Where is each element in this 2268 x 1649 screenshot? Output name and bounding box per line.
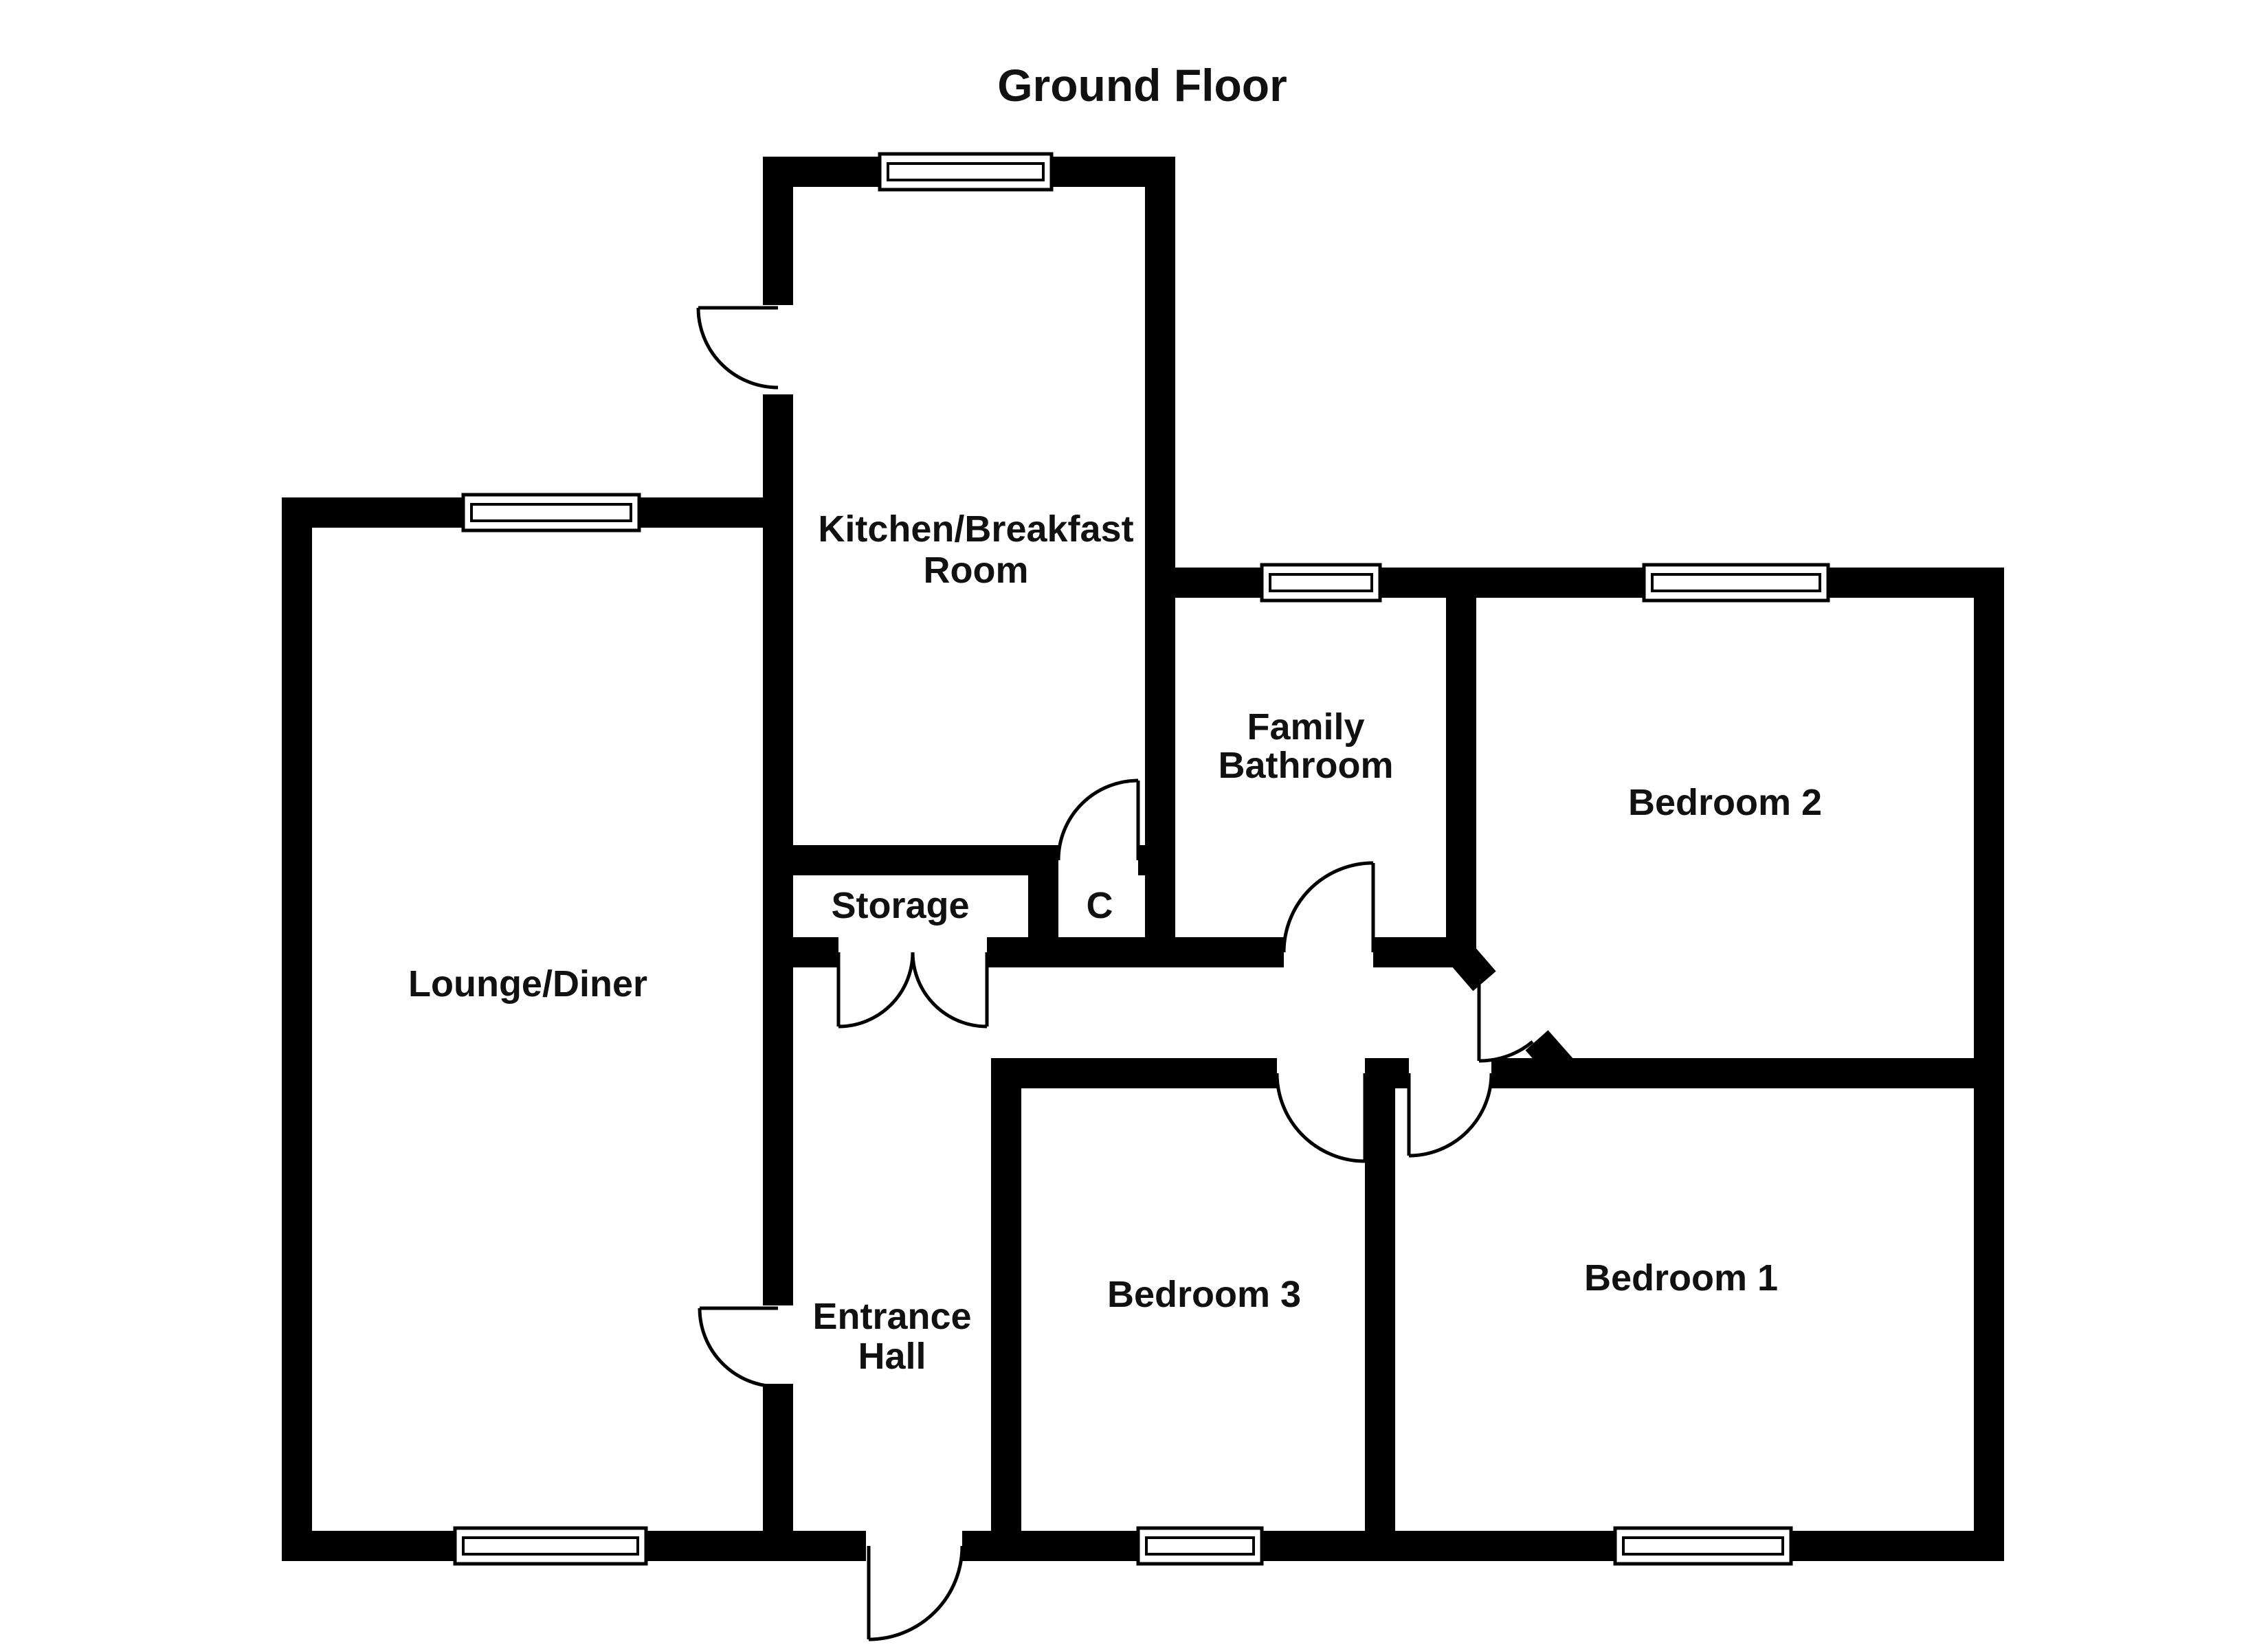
kitchen-door-arc [1056,778,1140,861]
wall-segment [987,937,1284,967]
bathroom-door-arc [1282,861,1375,953]
wall-segment-diagonal [1447,941,1496,991]
wall-segment [646,1531,866,1561]
kitchen-label-line1: Kitchen/Breakfast [818,508,1133,550]
wall-segment [1974,568,2004,1561]
bedroom2-window-symbol [1642,563,1830,603]
bedroom2-label: Bedroom 2 [1628,782,1822,823]
front-door-arc [867,1545,964,1641]
lounge-label: Lounge/Diner [408,963,647,1005]
bathroom-label-line1: Family [1247,706,1364,748]
page-title: Ground Floor [997,60,1287,111]
bedroom3-label: Bedroom 3 [1107,1274,1301,1315]
lounge-top-window-symbol [461,493,641,532]
wall-segment [1380,568,1644,598]
bathroom-label-line2: Bathroom [1219,745,1394,786]
entrance-hall-label-line1: Entrance [812,1296,971,1337]
storage-label: Storage [831,885,969,926]
wall-segment [1446,568,1476,962]
lounge-bottom-window-symbol [453,1526,648,1566]
walls [282,157,2004,1561]
bathroom-window-symbol [1260,563,1382,603]
wall-segment [1365,1058,1395,1561]
wall-segment [763,845,1057,875]
kitchen-window-symbol [878,152,1054,192]
lounge-door-arc [698,1306,779,1389]
wall-segment [1791,1531,2004,1561]
wall-segment [1145,157,1175,967]
wall-segment [1262,1531,1615,1561]
bedroom3-window-symbol [1136,1526,1264,1566]
cupboard-label: C [1087,885,1113,926]
wall-segment [962,1531,1138,1561]
kitchen-label-line2: Room [924,550,1029,591]
wall-segment [991,1058,1277,1088]
wall-segment [1028,845,1058,937]
wall-segment [991,1058,1021,1561]
kitchen-side-door-arc [696,306,779,390]
wall-segment-diagonal [1525,1030,1580,1086]
wall-segment [763,157,793,305]
bedroom2-door-arc [1477,978,1534,1063]
bedroom1-window-symbol [1613,1526,1793,1566]
storage-double-door-arc [836,952,989,1029]
bedroom3-door-arc [1275,1073,1367,1163]
wall-segment [763,394,793,1305]
wall-segment [763,1384,793,1561]
entrance-hall-label-line2: Hall [858,1336,926,1377]
bedroom1-door-arc [1407,1073,1493,1158]
bedroom1-label: Bedroom 1 [1584,1257,1778,1299]
wall-segment [282,497,312,1561]
